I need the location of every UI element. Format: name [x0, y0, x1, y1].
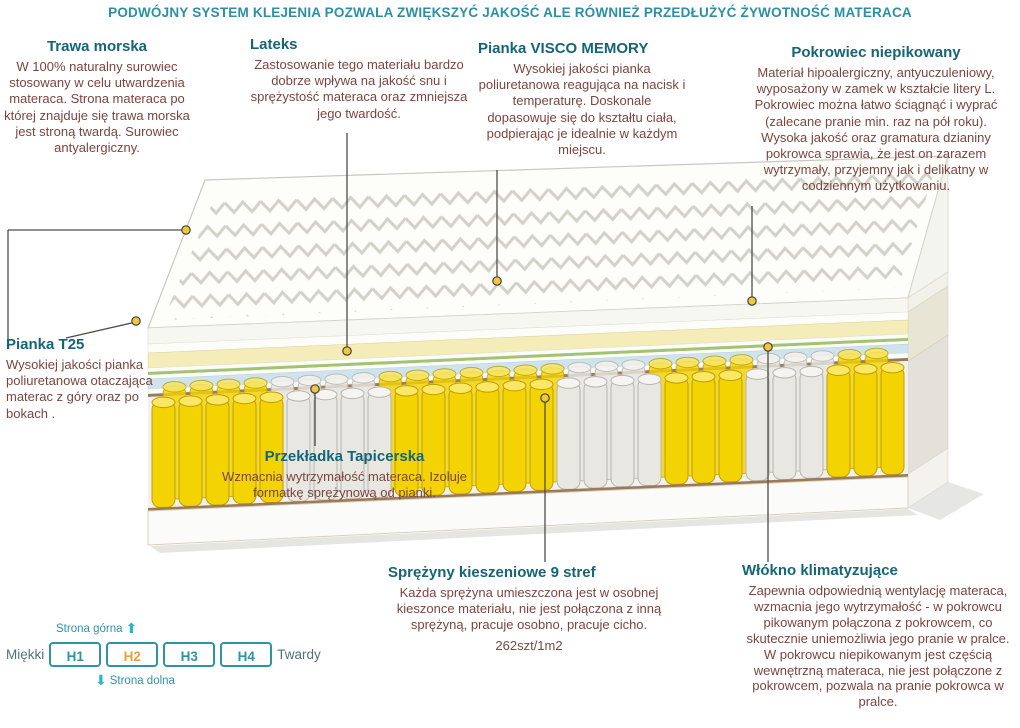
top-banner: PODWÓJNY SYSTEM KLEJENIA POZWALA ZWIĘKSZ…: [108, 5, 912, 20]
hardness-level-h4: H4: [220, 642, 273, 667]
spring-count: 262szt/1m2: [495, 637, 563, 653]
hardness-level-h3: H3: [163, 642, 216, 667]
annotation-trawa-morska: Trawa morska W 100% naturalny surowiec s…: [4, 38, 190, 156]
annotation-pokrowiec-niepikowany: Pokrowiec niepikowany Materiał hipoalerg…: [742, 44, 1010, 194]
connector-pianka-t25: [65, 321, 137, 339]
annotation-wlokno-klimatyzujace: Włókno klimatyzujące Zapewnia odpowiedni…: [742, 562, 1014, 710]
annotation-title: Pianka T25: [6, 336, 85, 353]
soft-label: Miękki: [6, 647, 45, 662]
connector-dots: [131, 225, 773, 403]
annotation-body: Wysokiej jakości pianka poliuretanowa ot…: [6, 357, 153, 421]
annotation-body: Materiał hipoalergiczny, antyuczuleniowy…: [754, 65, 998, 194]
annotation-body: Wysokiej jakości pianka poliuretanowa re…: [478, 61, 686, 157]
annotation-title: Trawa morska: [46, 38, 148, 55]
seagrass-layer: [148, 338, 908, 375]
annotation-pianka-t25: Pianka T25 Wysokiej jakości pianka poliu…: [6, 336, 168, 422]
dot-visco: [492, 276, 502, 286]
zigzag-pattern-area: [163, 169, 935, 320]
dot-wlokno: [763, 342, 773, 352]
annotation-title: Przekładka Tapicerska: [264, 448, 425, 465]
hardness-level-h1: H1: [49, 642, 102, 667]
hardness-scale: Strona górna⬆ Miękki H1 H2 H3 H4 Twardy …: [6, 620, 356, 689]
annotation-body: Zastosowanie tego materiału bardzo dobrz…: [250, 57, 468, 121]
dot-sprezyny: [540, 393, 550, 403]
annotation-title: Lateks: [250, 36, 298, 53]
annotation-sprezyny-kieszeniowe: Sprężyny kieszeniowe 9 stref Każda spręż…: [388, 564, 670, 654]
annotation-title: Sprężyny kieszeniowe 9 stref: [388, 564, 596, 581]
annotation-title: Pianka VISCO MEMORY: [478, 40, 649, 57]
annotation-body: Każda sprężyna umieszczona jest w osobne…: [396, 585, 662, 633]
annotation-body: Zapewnia odpowiednią wentylację materaca…: [746, 583, 1010, 710]
base-foam: [147, 476, 909, 546]
bottom-side-label: Strona dolna: [109, 675, 175, 687]
top-side-label: Strona górna: [56, 623, 123, 635]
connector-lines: [7, 133, 769, 562]
dot-pianka-t25: [131, 316, 141, 326]
annotation-body: W 100% naturalny surowiec stosowany w ce…: [4, 59, 190, 155]
annotation-pianka-visco-memory: Pianka VISCO MEMORY Wysokiej jakości pia…: [478, 40, 686, 158]
annotation-przekladka-tapicerska: Przekładka Tapicerska Wzmacnia wytrzymał…: [222, 448, 467, 501]
white-layer-3: [148, 341, 908, 379]
annotation-lateks: Lateks Zastosowanie tego materiału bardz…: [250, 36, 468, 122]
annotation-title: Włókno klimatyzujące: [742, 562, 898, 579]
arrow-up-icon: ⬆: [125, 620, 138, 636]
arrow-down-icon: ⬇: [95, 672, 107, 688]
annotation-title: Pokrowiec niepikowany: [791, 44, 961, 61]
base-separator: [148, 474, 908, 511]
shadow-right: [908, 482, 984, 520]
shadow: [150, 509, 918, 553]
dot-przekladka: [310, 384, 320, 394]
dot-pokrowiec: [747, 296, 757, 306]
dot-trawa-morska: [181, 225, 191, 235]
hard-label: Twardy: [277, 647, 321, 662]
hardness-level-h2: H2: [106, 642, 159, 667]
annotation-body: Wzmacnia wytrzymałość materaca. Izoluje …: [222, 469, 467, 501]
pocket-springs: [151, 347, 905, 508]
dot-lateks: [342, 346, 352, 356]
